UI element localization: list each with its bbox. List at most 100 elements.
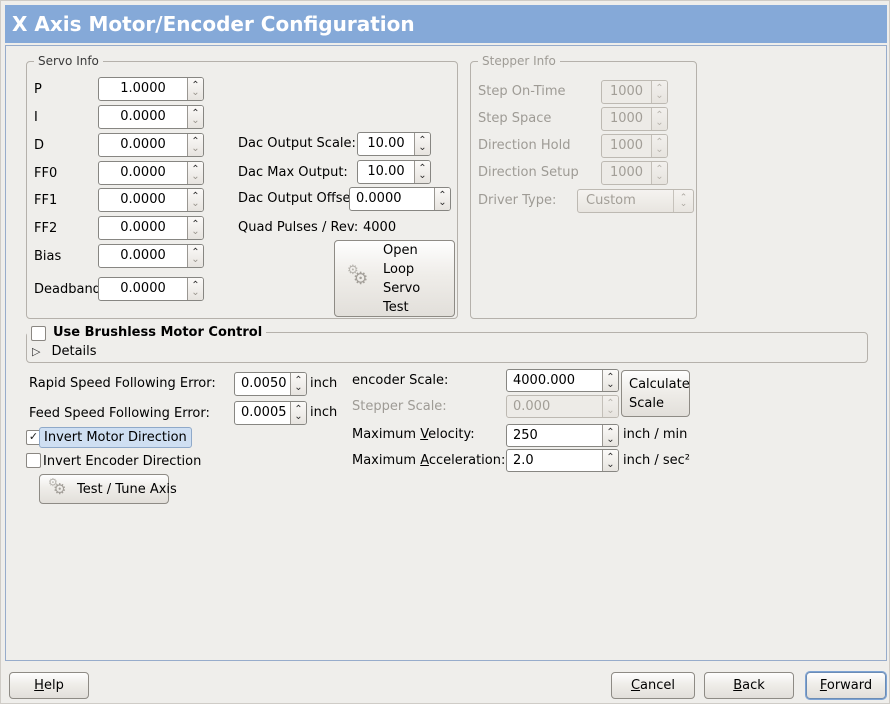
direction-hold-label: Direction Hold xyxy=(478,138,571,153)
spin-buttons[interactable] xyxy=(602,450,618,471)
spin-buttons[interactable] xyxy=(187,106,203,128)
spin-buttons[interactable] xyxy=(187,245,203,267)
invert-motor-label[interactable]: Invert Motor Direction xyxy=(39,427,192,448)
max-acceleration-value: 2.0 xyxy=(513,453,534,468)
stepper-scale-value: 0.000 xyxy=(513,399,551,414)
chevron-up-down-icon xyxy=(673,190,693,212)
brushless-checkbox[interactable] xyxy=(31,325,46,341)
quad-pulses-value: 4000 xyxy=(363,220,397,235)
ff2-spinbox[interactable]: 0.0000 xyxy=(98,216,204,240)
i-spinbox[interactable]: 0.0000 xyxy=(98,105,204,129)
stepper-scale-label: Stepper Scale: xyxy=(352,399,447,414)
invert-encoder-checkbox[interactable] xyxy=(26,453,41,468)
dac-output-offset-spinbox[interactable]: 0.0000 xyxy=(349,187,451,211)
spin-buttons[interactable] xyxy=(187,189,203,211)
brushless-label: Use Brushless Motor Control xyxy=(53,325,263,340)
driver-type-label: Driver Type: xyxy=(478,193,557,208)
gears-icon xyxy=(48,476,70,500)
details-label: Details xyxy=(51,344,97,359)
max-acceleration-unit: inch / sec² xyxy=(623,453,691,468)
rapid-following-error-unit: inch xyxy=(310,376,338,391)
spin-buttons[interactable] xyxy=(290,402,306,424)
encoder-scale-label: encoder Scale: xyxy=(352,373,449,388)
spin-buttons[interactable] xyxy=(187,78,203,100)
brushless-checkbox-row[interactable]: Use Brushless Motor Control xyxy=(27,325,267,341)
direction-setup-spinbox: 1000 xyxy=(601,161,668,185)
spin-buttons[interactable] xyxy=(602,425,618,446)
test-tune-axis-button[interactable]: Test / Tune Axis xyxy=(39,474,177,504)
max-velocity-label: Maximum Velocity: xyxy=(352,427,475,442)
d-label: D xyxy=(34,138,45,153)
back-button[interactable]: Back xyxy=(704,672,794,699)
rapid-following-error-spinbox[interactable]: 0.0050 xyxy=(234,372,307,396)
calculate-scale-line: Calculate xyxy=(629,376,690,392)
bias-spinbox[interactable]: 0.0000 xyxy=(98,244,204,268)
ff1-spinbox[interactable]: 0.0000 xyxy=(98,188,204,212)
encoder-scale-value: 4000.000 xyxy=(513,373,576,388)
direction-setup-value: 1000 xyxy=(609,165,644,180)
max-acceleration-spinbox[interactable]: 2.0 xyxy=(506,449,619,472)
stepper-info-legend: Stepper Info xyxy=(478,53,560,69)
direction-setup-label: Direction Setup xyxy=(478,165,579,180)
feed-following-error-spinbox[interactable]: 0.0005 xyxy=(234,401,307,425)
encoder-scale-spinbox[interactable]: 4000.000 xyxy=(506,369,619,392)
details-expander[interactable]: ▷ Details xyxy=(32,344,97,360)
ff0-spinbox[interactable]: 0.0000 xyxy=(98,161,204,185)
dac-output-offset-label: Dac Output Offset: xyxy=(238,191,360,206)
invert-encoder-label[interactable]: Invert Encoder Direction xyxy=(43,454,202,469)
p-spinbox[interactable]: 1.0000 xyxy=(98,77,204,101)
ff2-value: 0.0000 xyxy=(120,220,166,235)
dac-output-scale-spinbox[interactable]: 10.00 xyxy=(357,132,431,156)
spin-buttons[interactable] xyxy=(602,370,618,391)
invert-motor-checkbox[interactable]: ✓ xyxy=(26,430,41,445)
step-on-time-label: Step On-Time xyxy=(478,84,566,99)
direction-hold-value: 1000 xyxy=(609,138,644,153)
calculate-scale-line: Scale xyxy=(629,395,664,411)
stepper-scale-spinbox: 0.000 xyxy=(506,395,619,418)
step-space-label: Step Space xyxy=(478,111,552,126)
help-button[interactable]: Help xyxy=(9,672,89,699)
forward-button[interactable]: Forward xyxy=(806,672,886,699)
spin-buttons[interactable] xyxy=(187,134,203,156)
step-on-time-spinbox: 1000 xyxy=(601,80,668,104)
direction-hold-spinbox: 1000 xyxy=(601,134,668,158)
open-loop-servo-test-button[interactable]: Open Loop Servo Test xyxy=(334,240,455,317)
d-value: 0.0000 xyxy=(120,137,166,152)
dac-max-output-label: Dac Max Output: xyxy=(238,165,348,180)
servo-info-frame: Servo Info xyxy=(26,53,458,319)
open-loop-button-line: Servo xyxy=(383,280,421,296)
ff0-value: 0.0000 xyxy=(120,165,166,180)
spin-buttons[interactable] xyxy=(414,133,430,155)
spin-buttons[interactable] xyxy=(187,278,203,300)
triangle-right-icon: ▷ xyxy=(32,345,41,358)
spin-buttons[interactable] xyxy=(290,373,306,395)
spin-buttons[interactable] xyxy=(187,162,203,184)
feed-following-error-unit: inch xyxy=(310,405,338,420)
cancel-button[interactable]: Cancel xyxy=(611,672,695,699)
step-on-time-value: 1000 xyxy=(609,84,644,99)
spin-buttons xyxy=(602,396,618,417)
step-space-value: 1000 xyxy=(609,111,644,126)
ff1-label: FF1 xyxy=(34,193,58,208)
servo-info-legend: Servo Info xyxy=(34,53,103,69)
ff0-label: FF0 xyxy=(34,166,58,181)
d-spinbox[interactable]: 0.0000 xyxy=(98,133,204,157)
step-space-spinbox: 1000 xyxy=(601,107,668,131)
spin-buttons[interactable] xyxy=(187,217,203,239)
brushless-frame xyxy=(26,332,868,363)
spin-buttons[interactable] xyxy=(434,188,450,210)
bias-value: 0.0000 xyxy=(120,248,166,263)
spin-buttons xyxy=(651,162,667,184)
page-title: X Axis Motor/Encoder Configuration xyxy=(5,5,887,43)
i-label: I xyxy=(34,110,38,125)
max-velocity-spinbox[interactable]: 250 xyxy=(506,424,619,447)
driver-type-select: Custom xyxy=(577,189,694,213)
p-value: 1.0000 xyxy=(120,81,166,96)
dac-max-output-spinbox[interactable]: 10.00 xyxy=(357,160,431,184)
i-value: 0.0000 xyxy=(120,109,166,124)
calculate-scale-button[interactable]: Calculate Scale xyxy=(621,370,690,417)
spin-buttons[interactable] xyxy=(414,161,430,183)
deadband-spinbox[interactable]: 0.0000 xyxy=(98,277,204,301)
spin-buttons xyxy=(651,81,667,103)
